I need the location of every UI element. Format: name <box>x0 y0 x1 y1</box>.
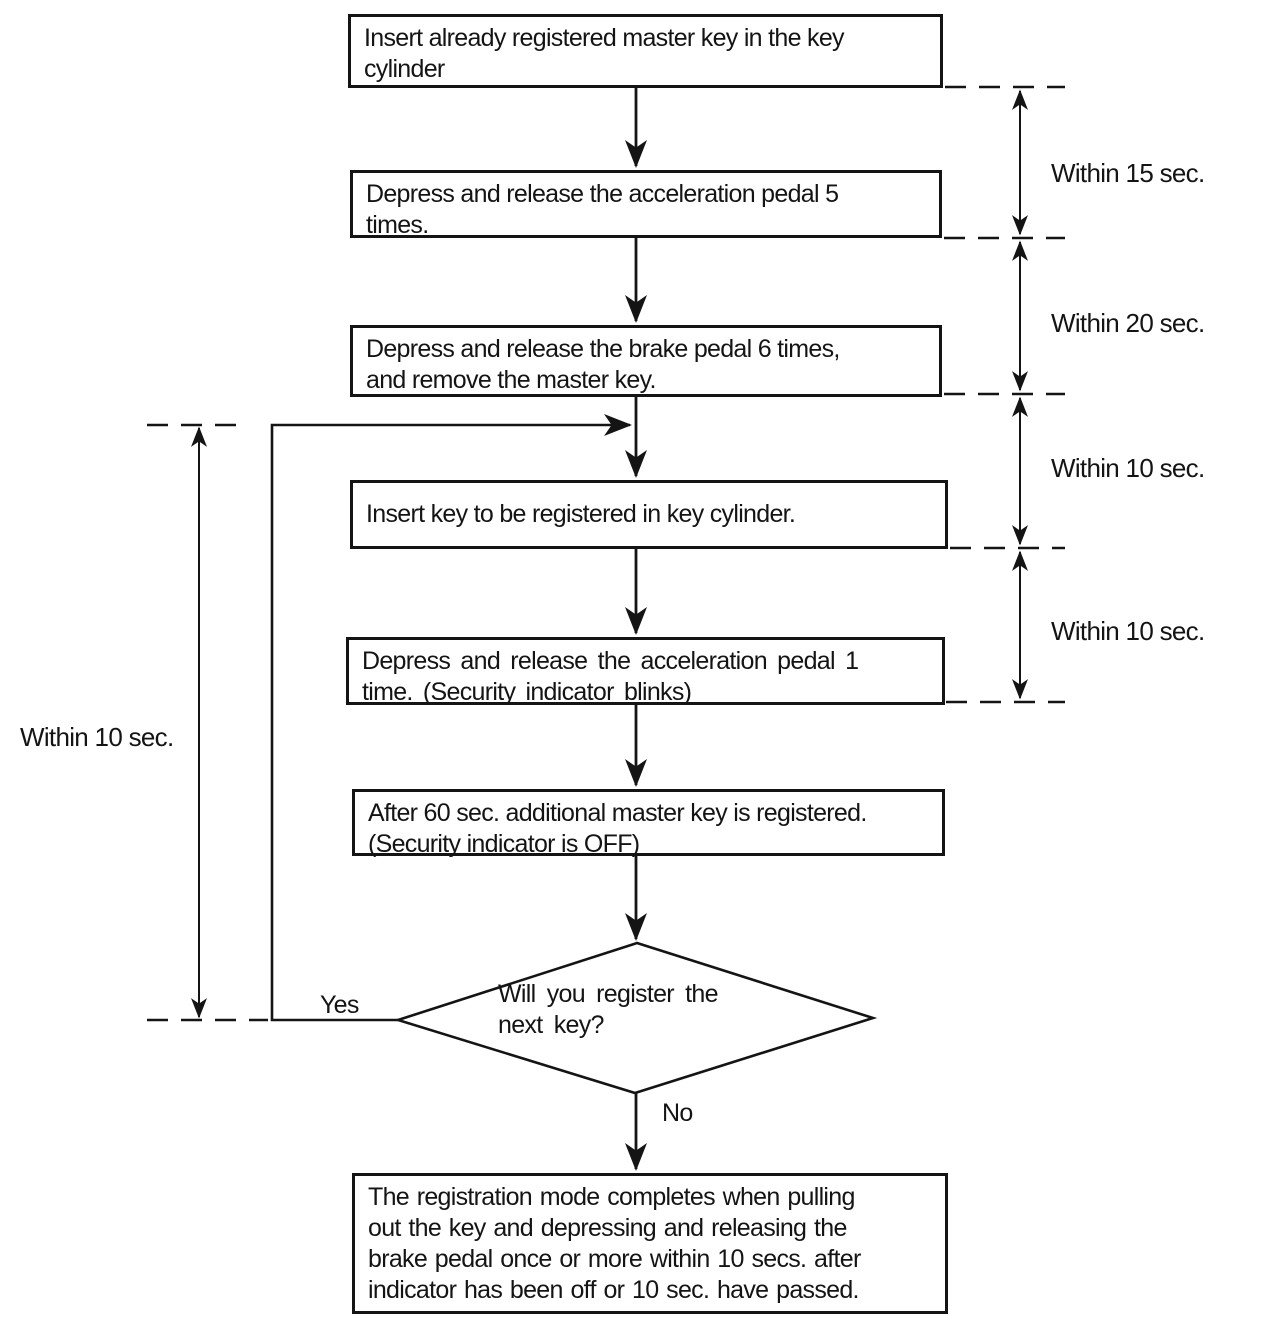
flow-step-insert-master-key: Insert already registered master key in … <box>348 14 943 88</box>
flow-step-brake-pedal-6-times: Depress and release the brake pedal 6 ti… <box>350 325 942 397</box>
flow-step-acceleration-pedal-1-time: Depress and release the acceleration ped… <box>346 637 945 706</box>
timing-label-within-10-sec-2: Within 10 sec. <box>1051 616 1205 646</box>
branch-label-yes: Yes <box>320 991 359 1019</box>
timing-annotation-left <box>147 423 268 1022</box>
timing-label-within-20-sec: Within 20 sec. <box>1051 308 1205 338</box>
timing-annotations-right <box>944 85 1065 704</box>
timing-label-left-within-10-sec: Within 10 sec. <box>20 722 174 752</box>
flow-step-acceleration-pedal-5-times: Depress and release the acceleration ped… <box>350 170 942 239</box>
flow-step-insert-key-to-register: Insert key to be registered in key cylin… <box>350 480 948 549</box>
flow-step-key-registered: After 60 sec. additional master key is r… <box>352 789 945 858</box>
timing-label-within-10-sec-1: Within 10 sec. <box>1051 453 1205 483</box>
decision-register-next-key-text: Will you register the next key? <box>498 980 719 1039</box>
timing-label-within-15-sec: Within 15 sec. <box>1051 158 1205 188</box>
yes-loop-path <box>270 414 632 1022</box>
flow-step-registration-complete: The registration mode completes when pul… <box>352 1173 948 1314</box>
branch-label-no: No <box>662 1099 693 1127</box>
decision-diamond-shape <box>393 941 878 1095</box>
